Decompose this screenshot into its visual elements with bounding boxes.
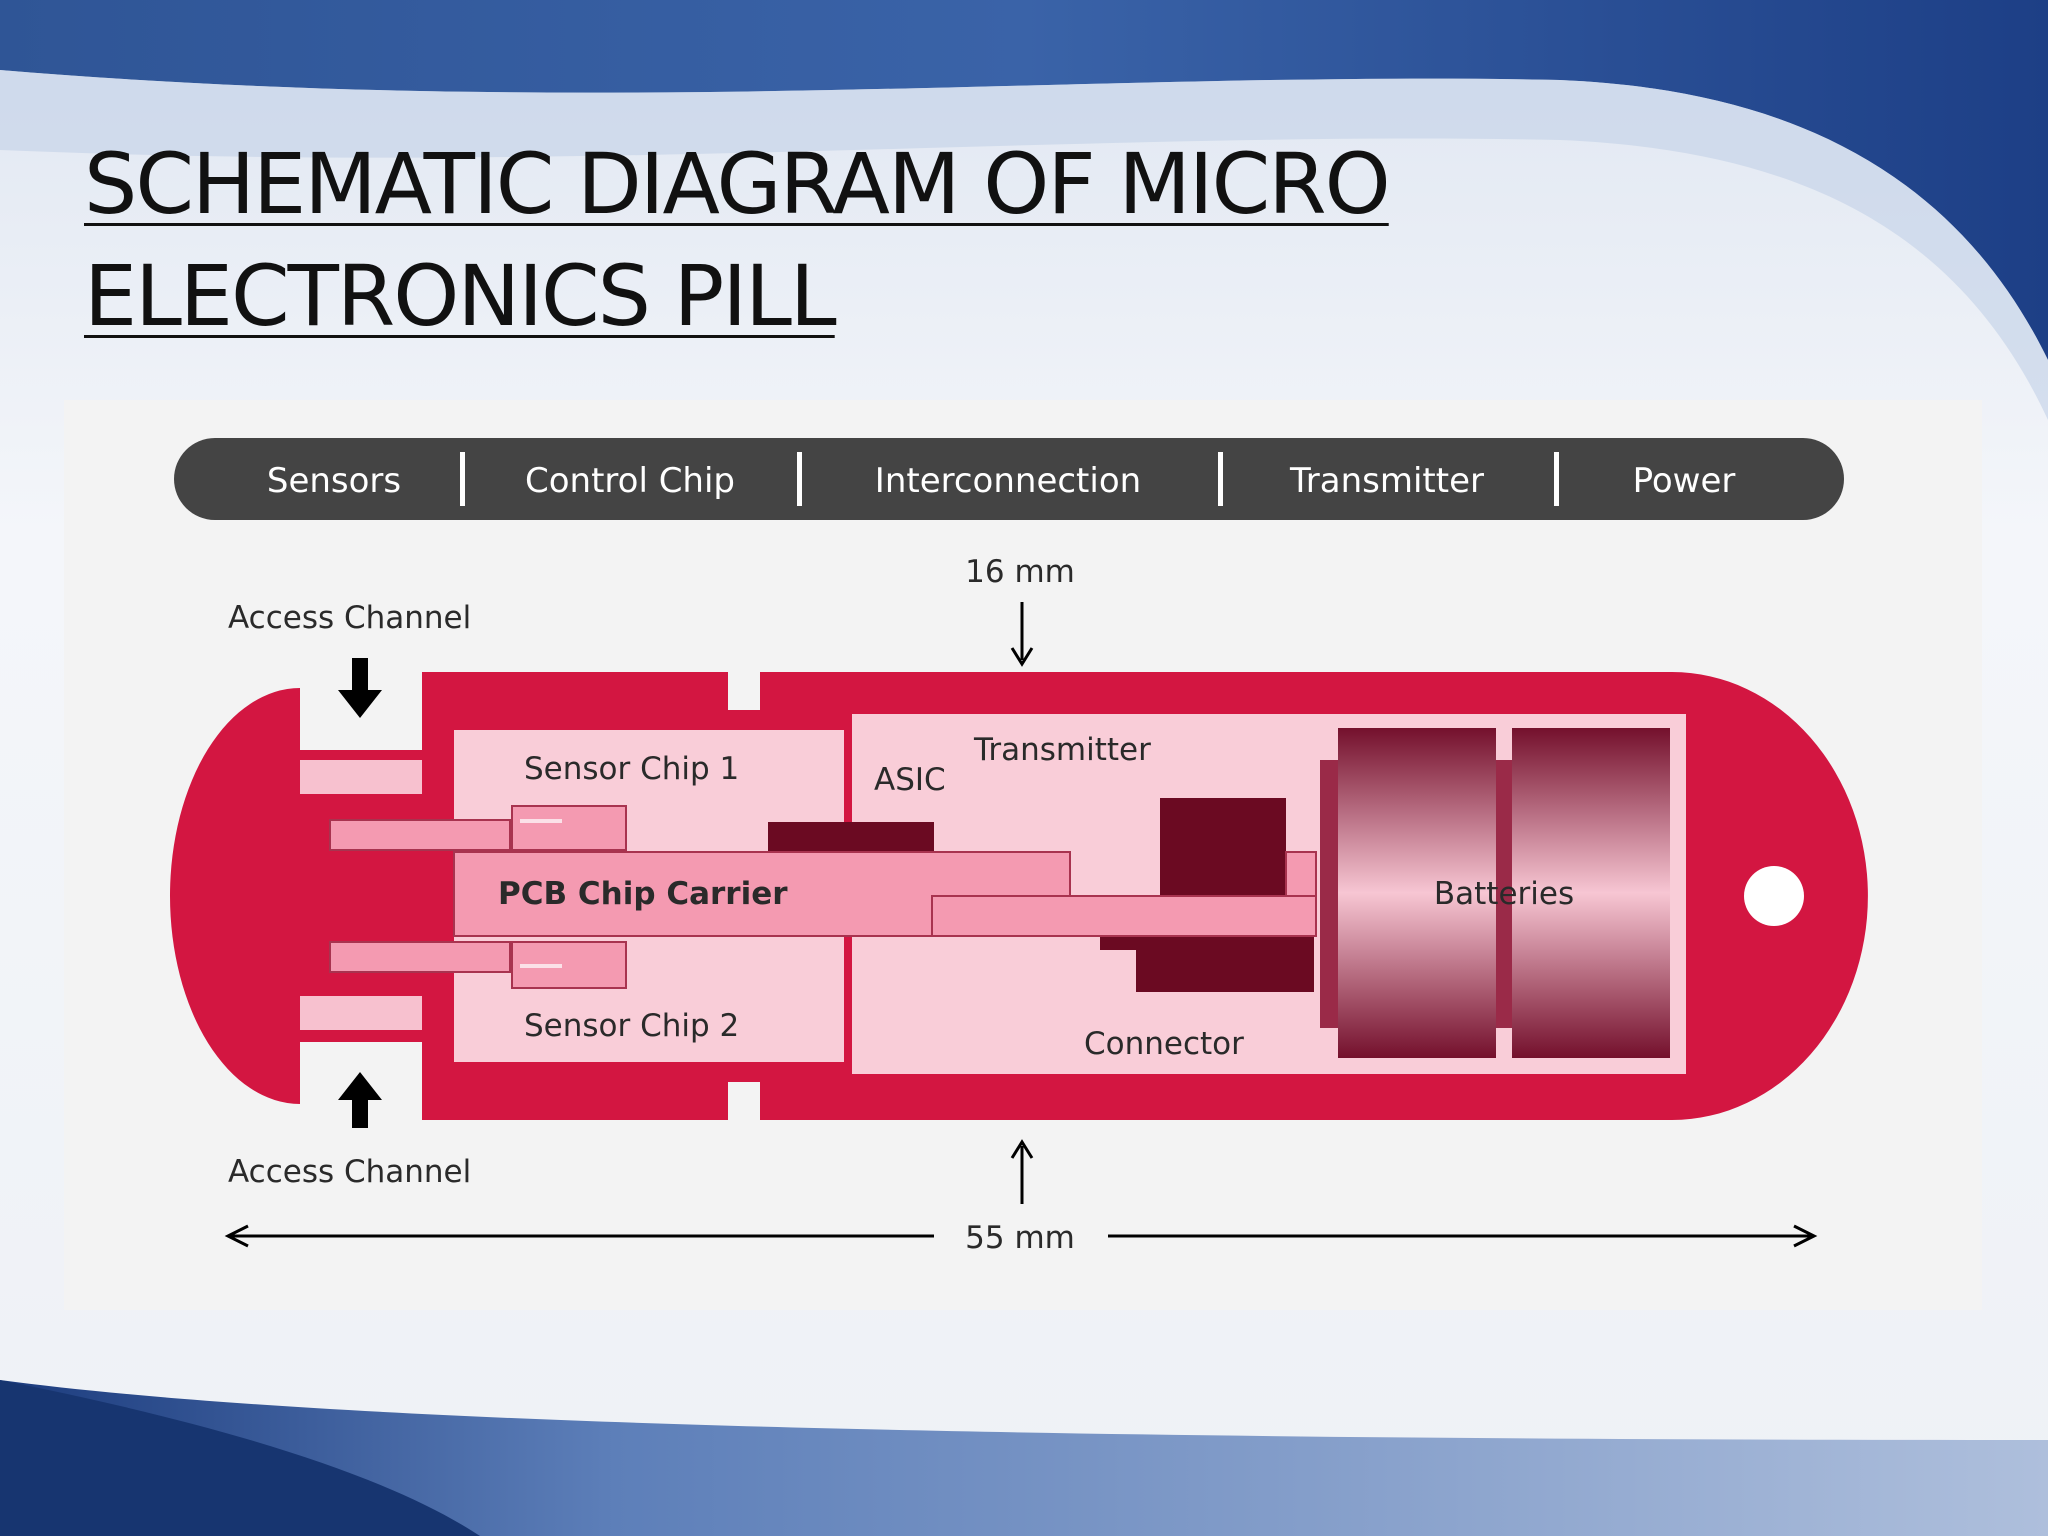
battery-terminal	[1496, 760, 1512, 1028]
batteries-label: Batteries	[1434, 876, 1574, 912]
arrow-down-icon	[1010, 647, 1034, 667]
battery-cell-1	[1338, 728, 1496, 1058]
access-channel-top-arrow-icon	[338, 658, 382, 718]
access-channel-opening-top	[300, 760, 422, 794]
pcb-chip-carrier-label: PCB Chip Carrier	[498, 876, 788, 912]
access-channel-top-label: Access Channel	[228, 600, 471, 636]
probe-highlight	[520, 819, 562, 823]
access-channel-bottom-label: Access Channel	[228, 1154, 471, 1190]
sensor-chip-1-label: Sensor Chip 1	[524, 751, 739, 787]
header-divider	[1218, 452, 1223, 506]
transmitter-chip	[1160, 798, 1286, 898]
asic-label: ASIC	[874, 762, 946, 798]
sensor-probe-top	[329, 819, 511, 851]
connector-label: Connector	[1084, 1026, 1244, 1062]
sensor-probe-bottom	[329, 941, 511, 973]
transmitter-pin	[1285, 851, 1317, 899]
slide-title: SCHEMATIC DIAGRAM OF MICRO ELECTRONICS P…	[84, 128, 1391, 352]
arrow-up-icon	[1010, 1139, 1034, 1159]
battery-terminal	[1320, 760, 1338, 1028]
header-segment-sensors: Sensors	[267, 461, 401, 501]
header-segment-interconnection: Interconnection	[875, 461, 1141, 501]
slide-title-line-2: ELECTRONICS PILL	[84, 247, 837, 345]
asic-chip	[768, 822, 934, 854]
header-divider	[797, 452, 802, 506]
sensor-chip-1-block	[511, 805, 627, 851]
arrow-left-icon	[224, 1224, 249, 1248]
battery-cell-2	[1512, 728, 1670, 1058]
pill-end-hole	[1744, 866, 1804, 926]
connector-block	[1136, 950, 1314, 992]
slide-title-line-1: SCHEMATIC DIAGRAM OF MICRO	[84, 135, 1391, 233]
access-channel-bottom-arrow-icon	[338, 1072, 382, 1128]
header-segment-control-chip: Control Chip	[525, 461, 735, 501]
transmitter-label: Transmitter	[973, 732, 1151, 768]
header-segment-transmitter: Transmitter	[1289, 461, 1484, 501]
header-segment-power: Power	[1633, 461, 1736, 501]
header-divider	[460, 452, 465, 506]
header-bar	[174, 438, 1844, 520]
interconnect-strip	[931, 895, 1317, 937]
probe-highlight	[520, 964, 562, 968]
arrow-right-icon	[1793, 1224, 1818, 1248]
width-dimension-label: 16 mm	[965, 554, 1075, 590]
sensor-chip-2-label: Sensor Chip 2	[524, 1008, 739, 1044]
header-divider	[1554, 452, 1559, 506]
access-channel-opening-bottom	[300, 996, 422, 1030]
length-dimension-label: 55 mm	[965, 1220, 1075, 1256]
